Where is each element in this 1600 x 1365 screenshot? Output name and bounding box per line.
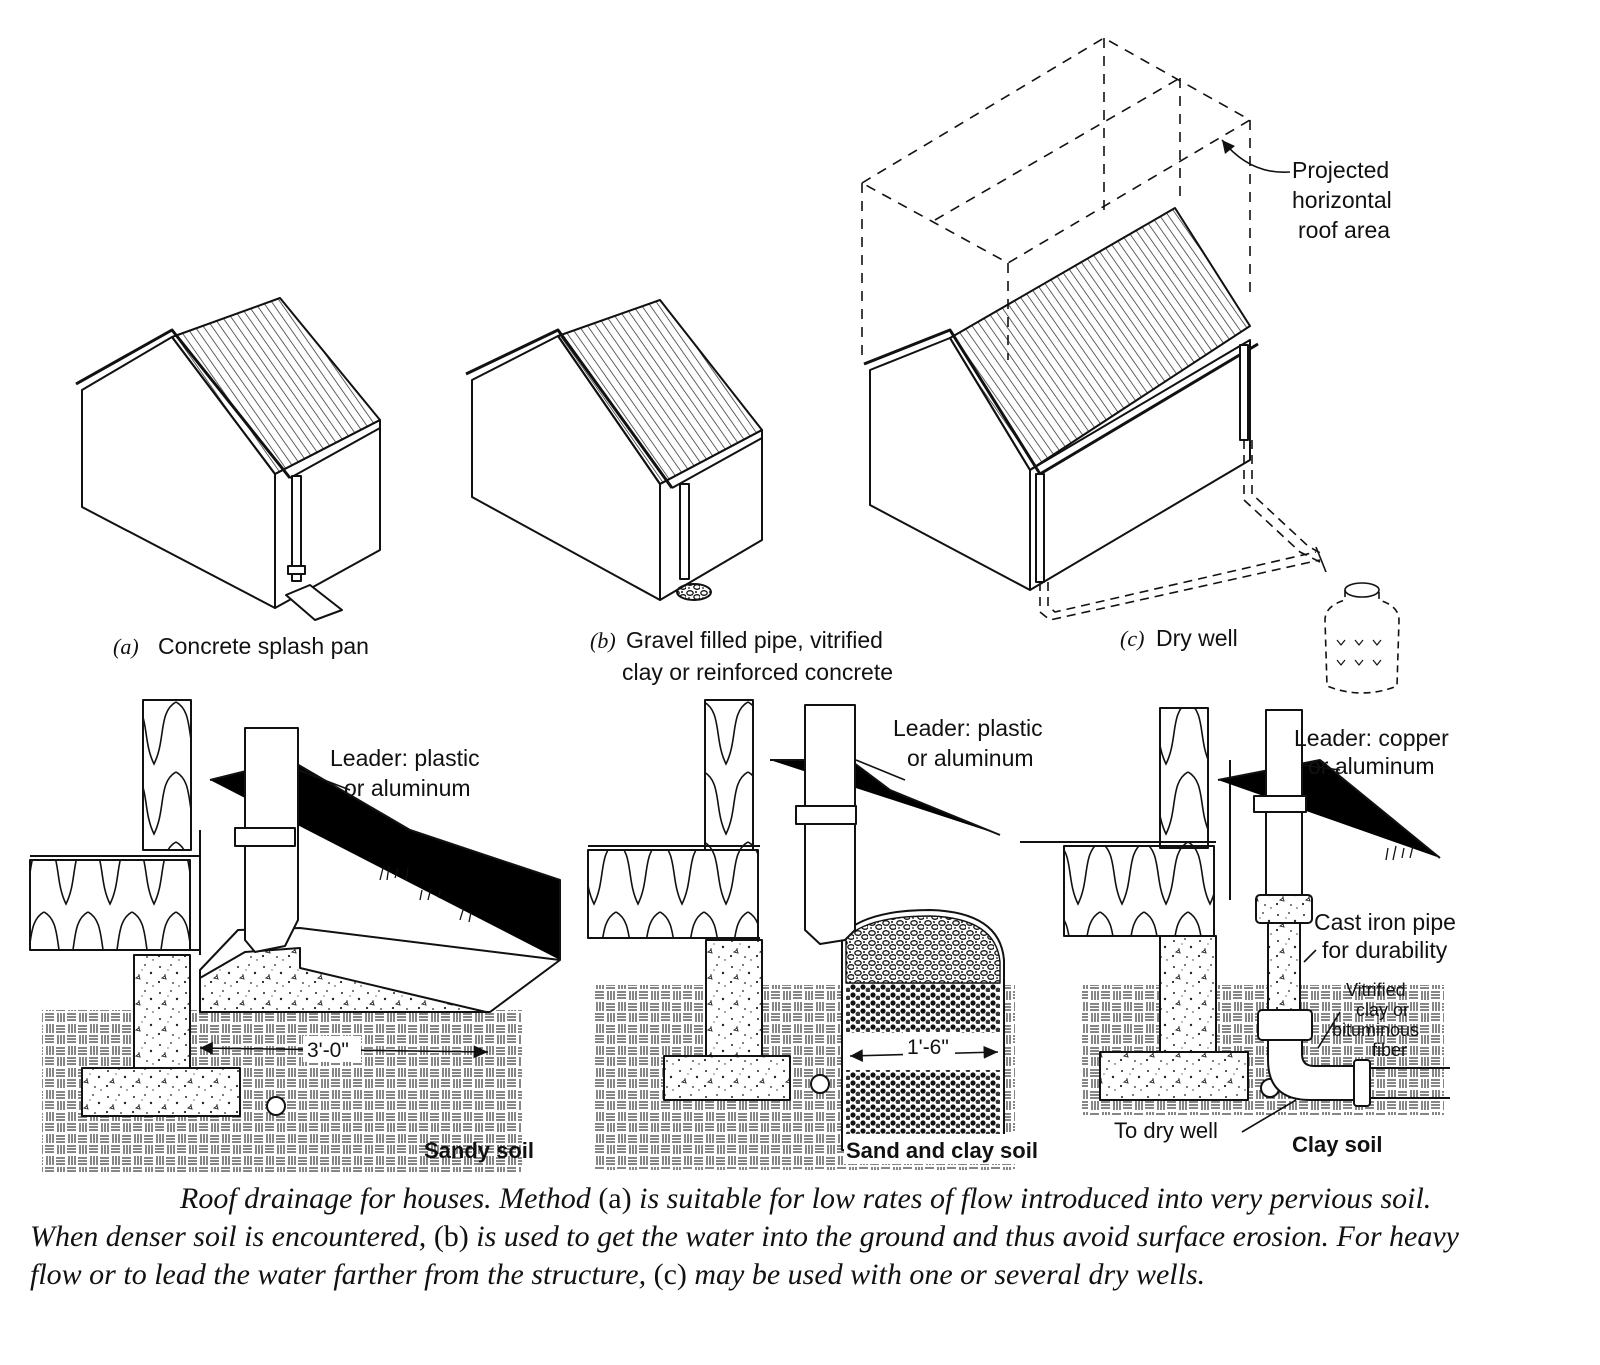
- cast-iron-hub-bottom: [1257, 1009, 1313, 1041]
- house-c-illustration: [861, 37, 1400, 694]
- label-a-text: Concrete splash pan: [158, 633, 369, 659]
- sandy-dimension: 3'-0": [307, 1039, 349, 1062]
- sandy-leader-line1: Leader: plastic: [330, 745, 480, 771]
- clay-fiber-line1: Vitrified: [1346, 980, 1406, 1000]
- clay-wall-insulation: [1159, 707, 1209, 849]
- detail-sand-clay-labels: Leader: plastic or aluminum 1'-6" Sand a…: [844, 715, 1070, 1164]
- dry-well-icon: [1324, 582, 1400, 694]
- label-b-line2: clay or reinforced concrete: [622, 659, 893, 685]
- roof-area-line2: horizontal: [1292, 187, 1392, 213]
- cast-iron-pipe: [1267, 922, 1301, 1014]
- house-a-illustration: [75, 297, 381, 621]
- caption-ref-c: (c): [653, 1258, 687, 1291]
- house-c-downspout-front: [1035, 473, 1045, 583]
- caption-part3: is used to get the water into the ground…: [30, 1220, 1459, 1291]
- clay-leader-line1: Leader: copper: [1294, 725, 1449, 751]
- caption-ref-b: (b): [433, 1220, 469, 1253]
- caption-part1: Roof drainage for houses. Method: [180, 1182, 599, 1215]
- sand-clay-soil-label-bg: [844, 1134, 1070, 1164]
- caption-text: Roof drainage for houses. Method (a) is …: [30, 1180, 1500, 1294]
- clay-fiber-line3: bituminous: [1332, 1020, 1419, 1040]
- house-c-roof: [949, 207, 1251, 471]
- caption-ref-a: (a): [598, 1182, 632, 1215]
- label-c-text: Dry well: [1156, 625, 1238, 651]
- sand-clay-soil-label: Sand and clay soil: [846, 1138, 1038, 1163]
- detail-sand-clay-soil: [587, 699, 1015, 1170]
- sand-clay-dimension: 1'-6": [907, 1036, 949, 1059]
- sand-clay-wall-insulation: [704, 699, 754, 851]
- roof-area-line3: roof area: [1298, 217, 1390, 243]
- roof-area-line1: Projected: [1292, 157, 1389, 183]
- clay-soil-label: Clay soil: [1292, 1132, 1382, 1157]
- sandy-leader-line2: or aluminum: [344, 775, 471, 801]
- sand-clay-foundation-wall: [705, 939, 763, 1061]
- clay-pipe-strap: [1253, 795, 1307, 813]
- sandy-footing: [81, 1067, 241, 1117]
- clay-footing: [1099, 1051, 1249, 1101]
- gravel-pipe-icon: [676, 583, 712, 601]
- label-a-letter: (a): [113, 634, 139, 659]
- sandy-soil-label: Sandy soil: [424, 1138, 534, 1163]
- sandy-footing-drain: [266, 1096, 286, 1116]
- clay-pipe-line2: for durability: [1322, 937, 1448, 963]
- clay-fiber-line4: fiber: [1372, 1040, 1407, 1060]
- house-a-roof: [171, 297, 381, 475]
- house-a-downspout: [291, 475, 302, 582]
- gravel-pit-upper: [846, 983, 1000, 1033]
- splash-pan-section: [199, 947, 487, 1013]
- caption-part2: is suitable for low rates of flow introd…: [30, 1182, 1432, 1253]
- sandy-pipe-strap: [234, 827, 296, 847]
- house-c-side-wall: [1029, 339, 1251, 591]
- clay-floor-insulation: [1063, 845, 1215, 937]
- sandy-foundation-wall: [133, 954, 191, 1076]
- clay-leader-line2: or aluminum: [1308, 753, 1435, 779]
- label-c-letter: (c): [1120, 626, 1144, 651]
- sand-clay-leader-line1: Leader: plastic: [893, 715, 1043, 741]
- dry-well-drain-line: [1039, 440, 1323, 621]
- gravel-pit-top: [845, 915, 1001, 984]
- sand-clay-floor-insulation: [587, 849, 759, 939]
- sand-clay-leader-line2: or aluminum: [907, 745, 1034, 771]
- clay-pipe-line1: Cast iron pipe: [1314, 909, 1456, 935]
- sandy-floor-insulation: [29, 859, 191, 951]
- label-c: (c) Dry well: [1120, 625, 1238, 651]
- splash-pan-icon: [285, 584, 343, 621]
- sand-clay-dimension-bg: [903, 1032, 955, 1058]
- sandy-dimension-bg: [303, 1036, 361, 1062]
- house-b-illustration: [465, 299, 763, 601]
- house-b-downspout: [679, 483, 690, 580]
- label-b: (b) Gravel filled pipe, vitrified clay o…: [590, 627, 893, 685]
- clay-fiber-line2: clay or: [1356, 1000, 1409, 1020]
- sandy-wall-insulation: [142, 699, 192, 851]
- label-a: (a) Concrete splash pan: [113, 633, 369, 659]
- detail-clay-soil: [1020, 707, 1450, 1133]
- roof-area-callout: Projected horizontal roof area: [1292, 157, 1392, 243]
- cast-iron-hub-top: [1255, 894, 1313, 924]
- label-b-letter: (b): [590, 628, 616, 653]
- label-b-line1: Gravel filled pipe, vitrified: [626, 627, 883, 653]
- sand-clay-footing: [663, 1055, 791, 1101]
- clay-pipe-joint: [1353, 1059, 1371, 1107]
- detail-clay-labels: Leader: copper or aluminum Cast iron pip…: [1114, 725, 1456, 1157]
- figure-caption: Roof drainage for houses. Method (a) is …: [30, 1180, 1500, 1294]
- clay-to-dry-well: To dry well: [1114, 1118, 1218, 1143]
- detail-sandy-labels: Leader: plastic or aluminum 3'-0" Sandy …: [303, 745, 534, 1163]
- caption-part4: may be used with one or several dry well…: [686, 1258, 1206, 1291]
- clay-foundation-wall: [1159, 935, 1217, 1059]
- detail-sandy-soil: [29, 699, 561, 1172]
- sand-clay-footing-drain: [810, 1074, 830, 1094]
- sand-clay-pipe-strap: [795, 805, 857, 825]
- house-c-downspout-rear: [1239, 344, 1249, 441]
- house-b-roof: [557, 299, 763, 485]
